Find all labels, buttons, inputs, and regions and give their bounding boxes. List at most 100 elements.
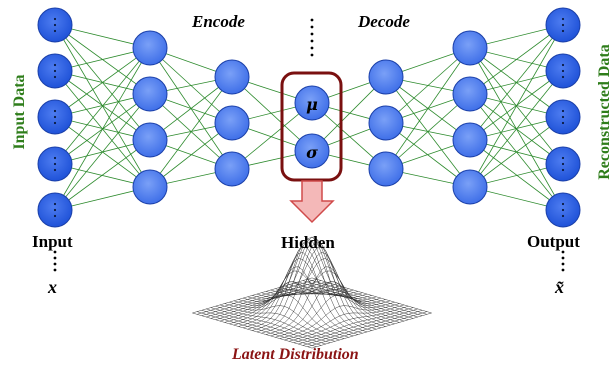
node-dots [53, 109, 57, 113]
surface-line [298, 281, 418, 318]
surface-line [284, 304, 405, 341]
edge-line [54, 47, 151, 118]
node-dots [561, 115, 565, 119]
surface-line [201, 310, 322, 346]
edge-line [385, 122, 471, 188]
node-dots [53, 214, 57, 218]
surface-line [311, 312, 432, 349]
hidden-node [452, 122, 488, 158]
node-dots [53, 23, 57, 27]
hidden-node [452, 76, 488, 112]
surface-line [192, 312, 313, 349]
surface-line [201, 280, 322, 316]
input-label: Input [32, 232, 73, 251]
edge-line [54, 93, 151, 211]
reconstructed-data-label: Reconstructed Data [596, 44, 613, 180]
ellipsis-dot [310, 46, 314, 50]
ellipsis-dot [53, 268, 57, 272]
node-dots [561, 109, 565, 113]
ellipsis-dot [561, 268, 565, 272]
gaussian-surface [192, 236, 432, 349]
node-dots [53, 63, 57, 67]
node-dots [561, 17, 565, 21]
edge-line [469, 24, 564, 95]
node-dots [561, 63, 565, 67]
latent-node [294, 85, 330, 121]
surface-line [215, 284, 336, 320]
mu-symbol: μ [306, 95, 318, 114]
node-dots [53, 69, 57, 73]
latent-distribution-label: Latent Distribution [232, 346, 359, 363]
node-dots [53, 168, 57, 172]
edge-line [469, 116, 564, 188]
surface-line [298, 308, 418, 345]
edge-line [54, 47, 151, 211]
node-dots [561, 156, 565, 160]
surface-line [275, 294, 395, 338]
ellipsis-dot [561, 256, 565, 260]
edge-line [54, 47, 151, 165]
down-arrow [289, 180, 335, 224]
surface-line [288, 305, 409, 342]
ellipsis-dot [310, 39, 314, 43]
edge-line [469, 24, 564, 141]
edge-line [149, 76, 233, 188]
hidden-node [452, 30, 488, 66]
surface-line [238, 266, 359, 335]
node-dots [53, 121, 57, 125]
hidden-node [132, 30, 168, 66]
hidden-label: Hidden [281, 233, 335, 252]
node-dots [53, 75, 57, 79]
surface-line [302, 310, 423, 346]
node-dots [53, 29, 57, 33]
decode-label: Decode [358, 12, 410, 31]
node-dots [53, 17, 57, 21]
surface-line [261, 252, 382, 334]
hidden-node [214, 151, 250, 187]
hidden-node [368, 59, 404, 95]
node-dots [561, 214, 565, 218]
ellipsis-dot [310, 32, 314, 36]
surface-line [307, 311, 428, 347]
hidden-node [214, 105, 250, 141]
ellipsis-dot [310, 18, 314, 22]
node-dots [561, 208, 565, 212]
node-dots [561, 202, 565, 206]
node-dots [561, 121, 565, 125]
node-dots [53, 202, 57, 206]
node-dots [561, 75, 565, 79]
encode-label: Encode [192, 12, 245, 31]
surface-line [270, 281, 391, 337]
node-dots [53, 162, 57, 166]
surface-line [293, 307, 414, 343]
node-dots [53, 208, 57, 212]
ellipsis-dot [561, 250, 565, 254]
surface-line [265, 266, 386, 335]
edge-line [469, 24, 564, 188]
surface-line [224, 287, 345, 323]
latent-node [294, 133, 330, 169]
hidden-node [368, 151, 404, 187]
edge-line [54, 139, 151, 211]
ellipsis-dot [53, 256, 57, 260]
hidden-node [368, 105, 404, 141]
sigma-symbol: σ [306, 143, 318, 162]
edge-line [385, 47, 471, 124]
surface-line [256, 241, 377, 333]
node-dots [561, 162, 565, 166]
node-dots [53, 115, 57, 119]
surface-line [247, 241, 368, 333]
ellipsis-dot [53, 262, 57, 266]
hidden-node [132, 122, 168, 158]
output-x-tilde-symbol: x̃ [555, 277, 564, 297]
surface-line [219, 285, 340, 322]
ellipsis-dots [53, 17, 565, 272]
node-dots [561, 29, 565, 33]
ellipsis-dot [310, 53, 314, 57]
hidden-node [132, 169, 168, 205]
output-label: Output [527, 232, 580, 251]
hidden-node [214, 59, 250, 95]
ellipsis-dot [561, 262, 565, 266]
surface-line [302, 280, 423, 316]
